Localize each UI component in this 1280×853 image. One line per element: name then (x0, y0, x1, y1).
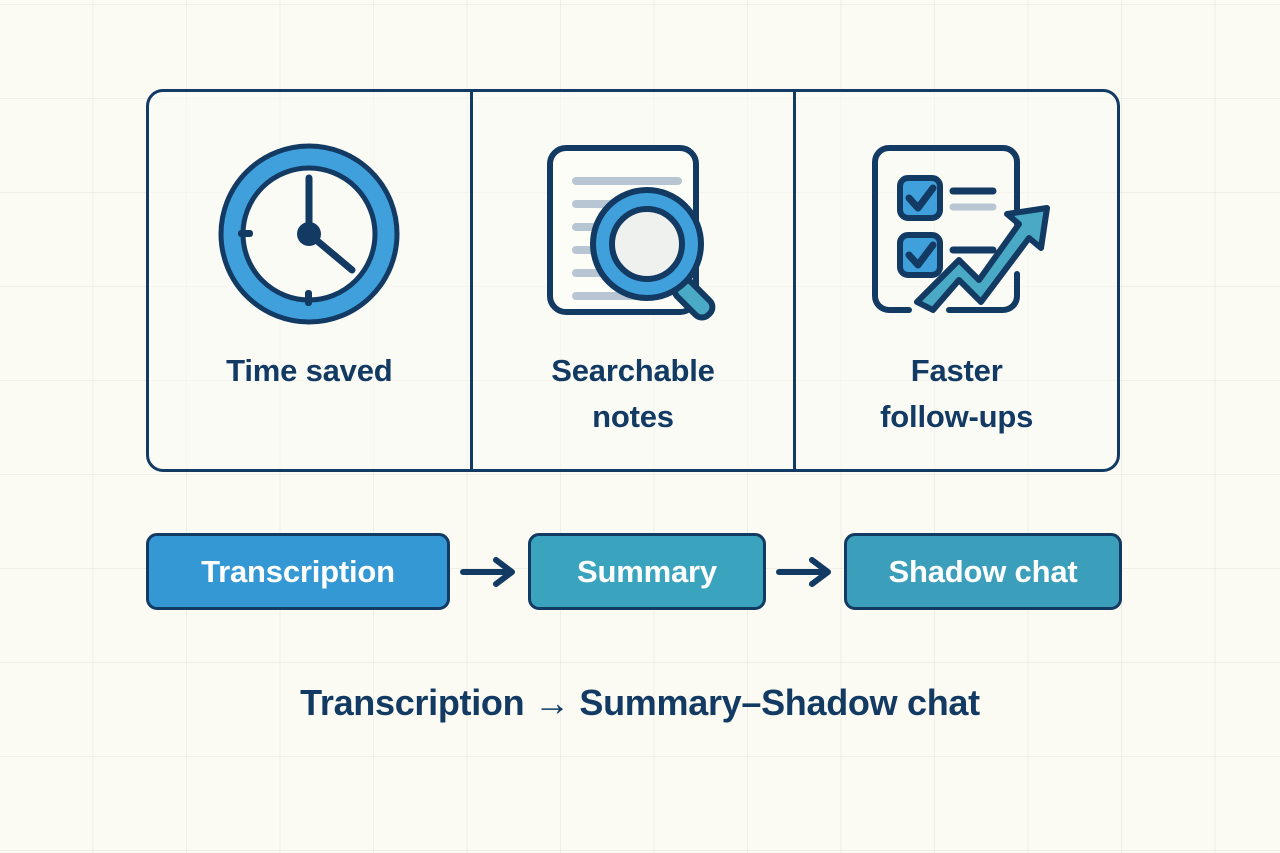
flow-row: Transcription Summary Shadow chat (146, 533, 1126, 610)
benefit-panel-faster-followups[interactable]: Faster follow-ups (793, 92, 1117, 469)
checklist-growth-icon (871, 145, 1050, 313)
benefit-label-line1: Searchable (551, 353, 715, 388)
flow-pill-transcription[interactable]: Transcription (146, 533, 450, 610)
flow-caption: Transcription → Summary–Shadow chat (300, 682, 980, 723)
clock-icon (218, 143, 400, 325)
document-search-icon (547, 145, 716, 321)
benefit-label-line2: follow-ups (880, 398, 1034, 434)
benefit-label-time-saved: Time saved (226, 353, 393, 388)
magnifier-glyph (590, 187, 716, 321)
flow-pill-shadow-chat[interactable]: Shadow chat (844, 533, 1122, 610)
growth-arrow-glyph (913, 205, 1050, 313)
benefit-label-faster-followups: Faster follow-ups (837, 348, 1077, 440)
benefit-label-line1: Faster (910, 353, 1003, 388)
flow-pill-summary[interactable]: Summary (528, 533, 766, 610)
checkbox-row-1 (896, 175, 997, 221)
benefits-card: Time saved (146, 89, 1120, 472)
benefit-label-searchable-notes: Searchable notes (513, 348, 753, 440)
checkbox-row-2 (896, 232, 997, 278)
benefit-label-line2: notes (592, 398, 674, 434)
benefit-panel-time-saved[interactable]: Time saved (149, 92, 470, 469)
flow-arrow-2-icon (766, 533, 844, 610)
flow-arrow-1-icon (450, 533, 528, 610)
benefit-panel-searchable-notes[interactable]: Searchable notes (469, 92, 794, 469)
